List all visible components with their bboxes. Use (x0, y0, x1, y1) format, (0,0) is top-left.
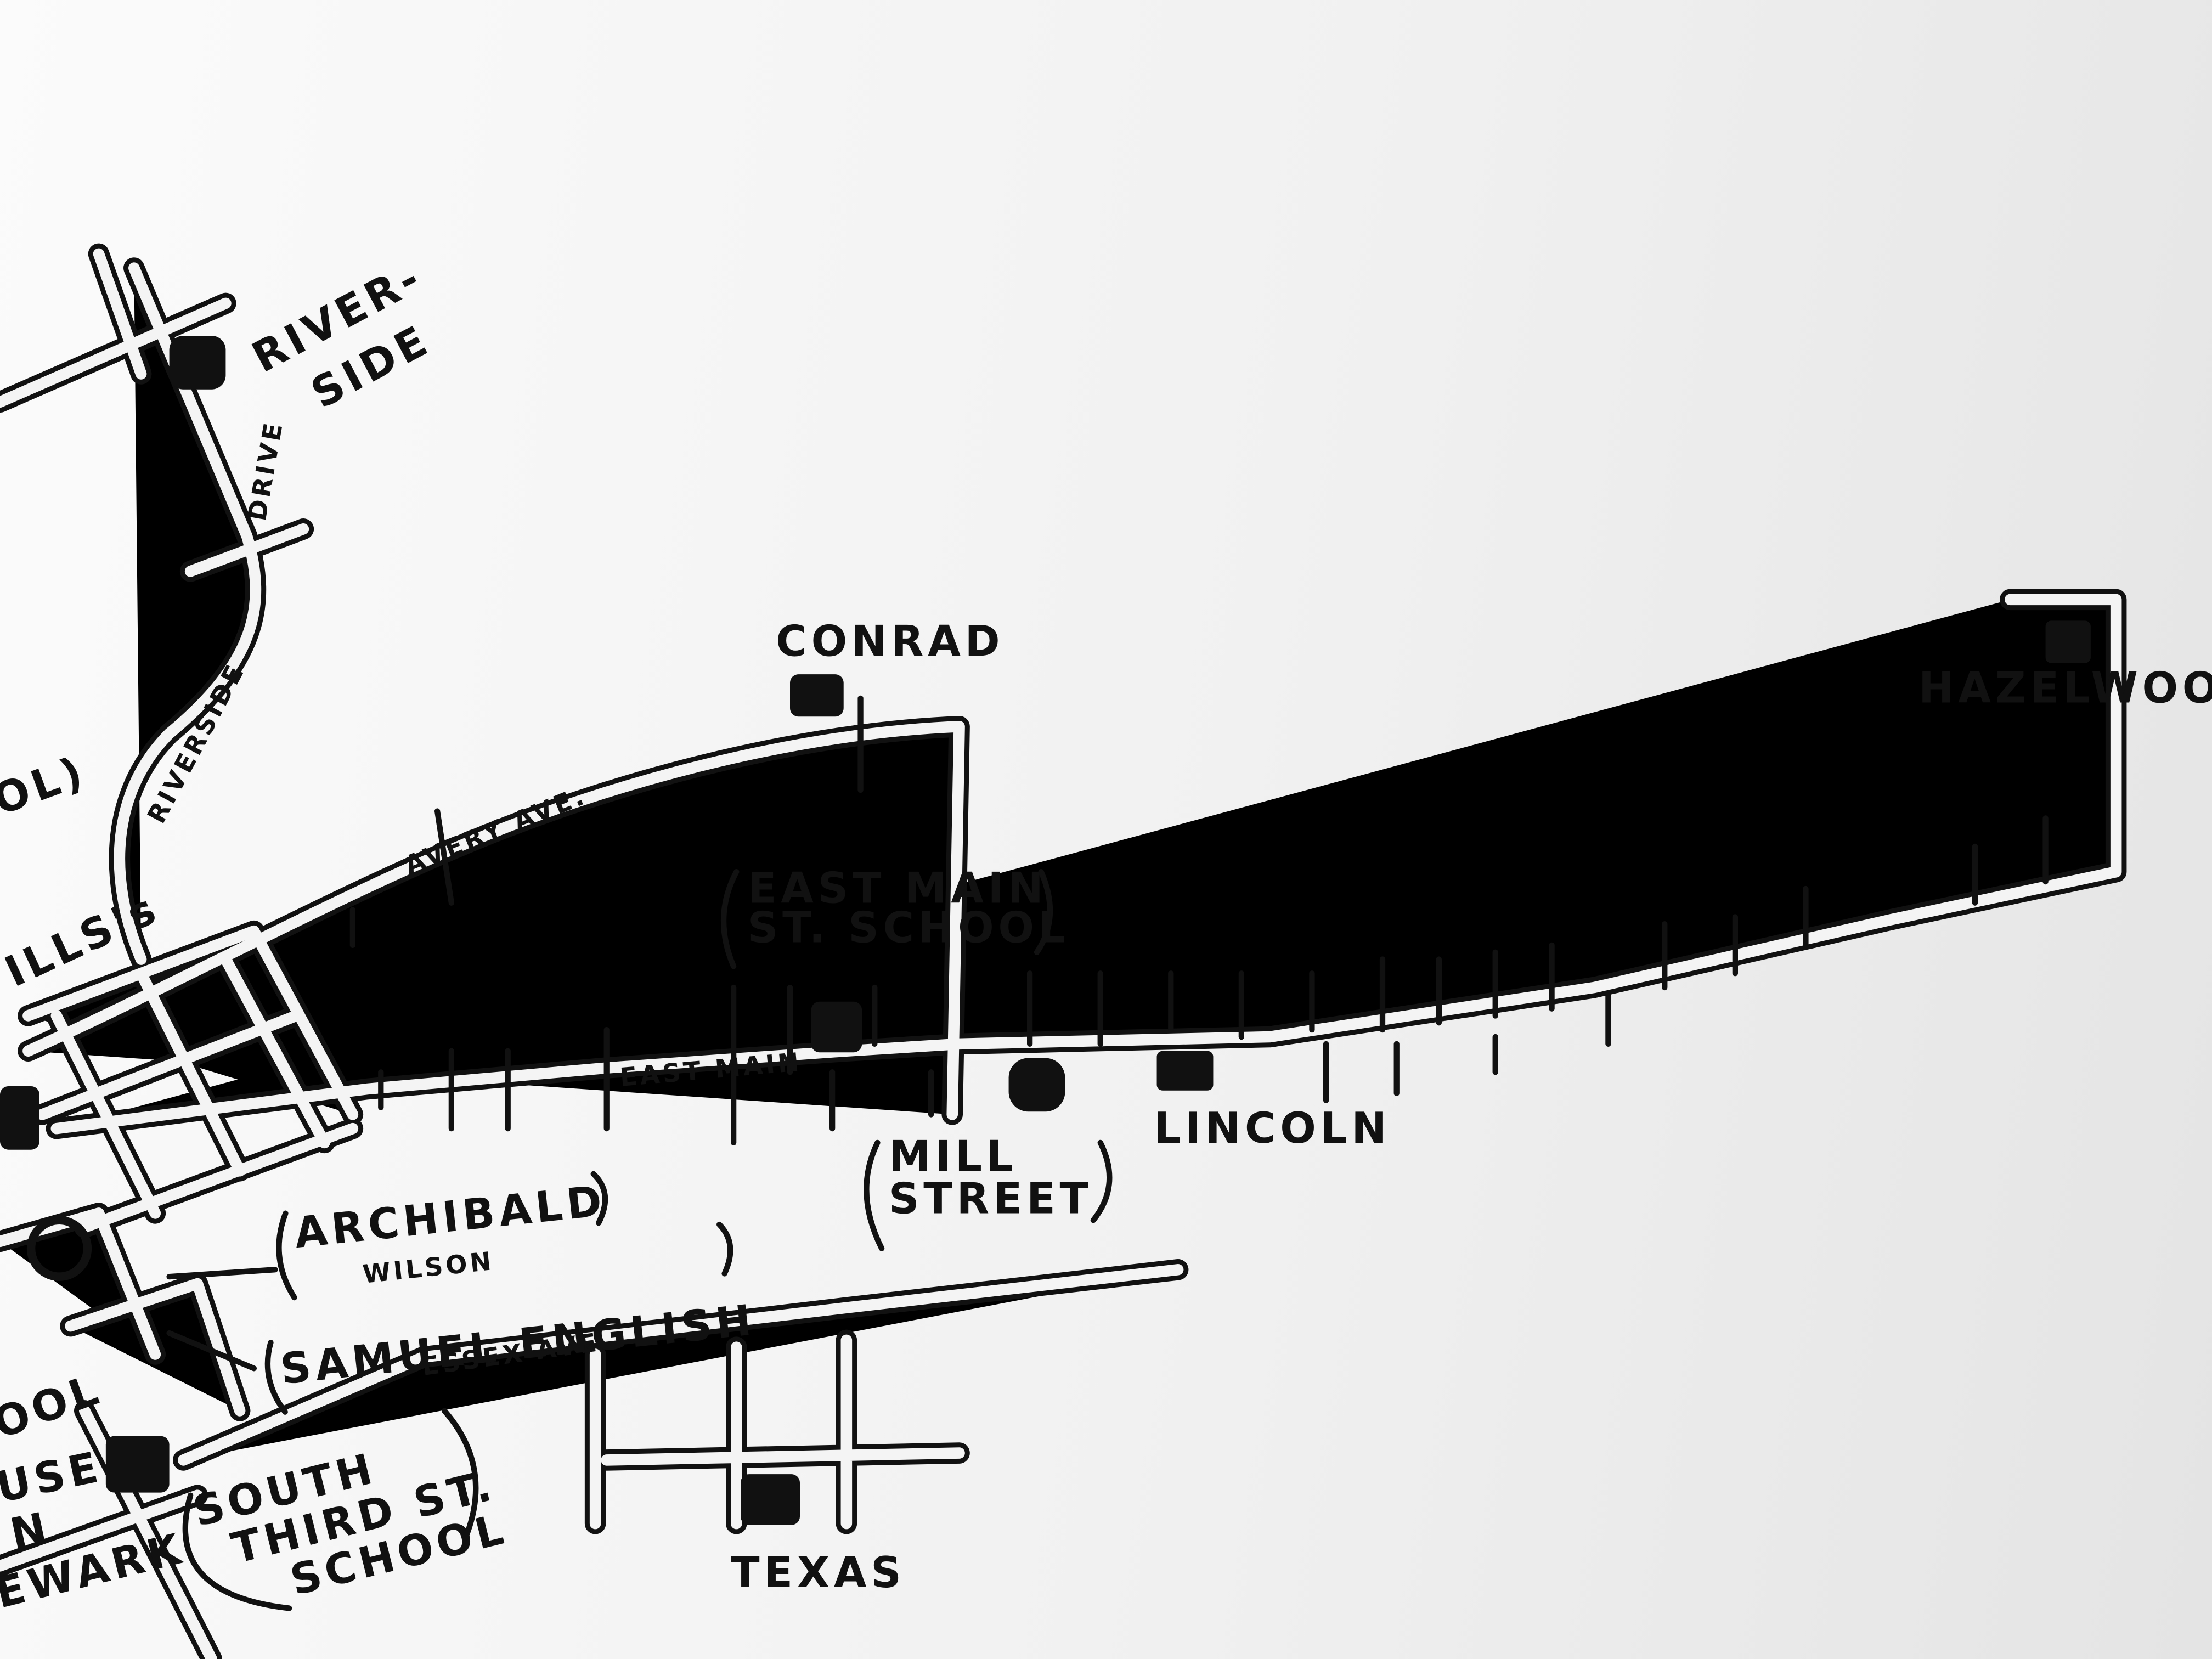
label-mill-street-2: STREET (889, 1174, 1093, 1223)
road-essex-ave (183, 1269, 1178, 1460)
label-drive: DRIVE (242, 418, 289, 523)
road-east-main (56, 599, 2117, 1129)
school-marker-hazelwood (2045, 620, 2091, 663)
road-riverside-drive (119, 268, 256, 960)
school-marker-conrad (790, 674, 844, 717)
school-marker-texas (741, 1474, 800, 1525)
school-marker-left (0, 1086, 40, 1150)
label-mill-street-1: MILL (889, 1132, 1018, 1181)
label-east-main-1: EAST MAIN (748, 864, 1048, 913)
label-texas: TEXAS (731, 1548, 906, 1598)
label-wilson: WILSON (362, 1246, 495, 1289)
roads (0, 254, 2116, 1659)
school-marker-riverside (169, 336, 226, 390)
label-hazelwood: HAZELWOOD (1918, 664, 2212, 713)
pointer-lines (166, 1267, 278, 1372)
label-lincoln: LINCOLN (1154, 1104, 1391, 1153)
label-partial-ol: OL) (0, 746, 93, 825)
label-partial-use: USE (0, 1442, 106, 1513)
side-street-stubs (349, 695, 2049, 1146)
label-east-main-2: ST. SCHOOL (748, 904, 1070, 953)
school-marker-east-main (811, 1001, 862, 1053)
courthouse-marker (26, 1216, 92, 1281)
label-conrad: CONRAD (776, 617, 1004, 667)
school-marker-south-third (105, 1436, 170, 1493)
label-archibald: ARCHIBALD (292, 1176, 608, 1258)
school-marker-lincoln (1156, 1051, 1214, 1091)
school-markers (0, 336, 2091, 1525)
label-partial-n: N (6, 1503, 55, 1559)
school-marker-mill-street (1008, 1058, 1065, 1112)
